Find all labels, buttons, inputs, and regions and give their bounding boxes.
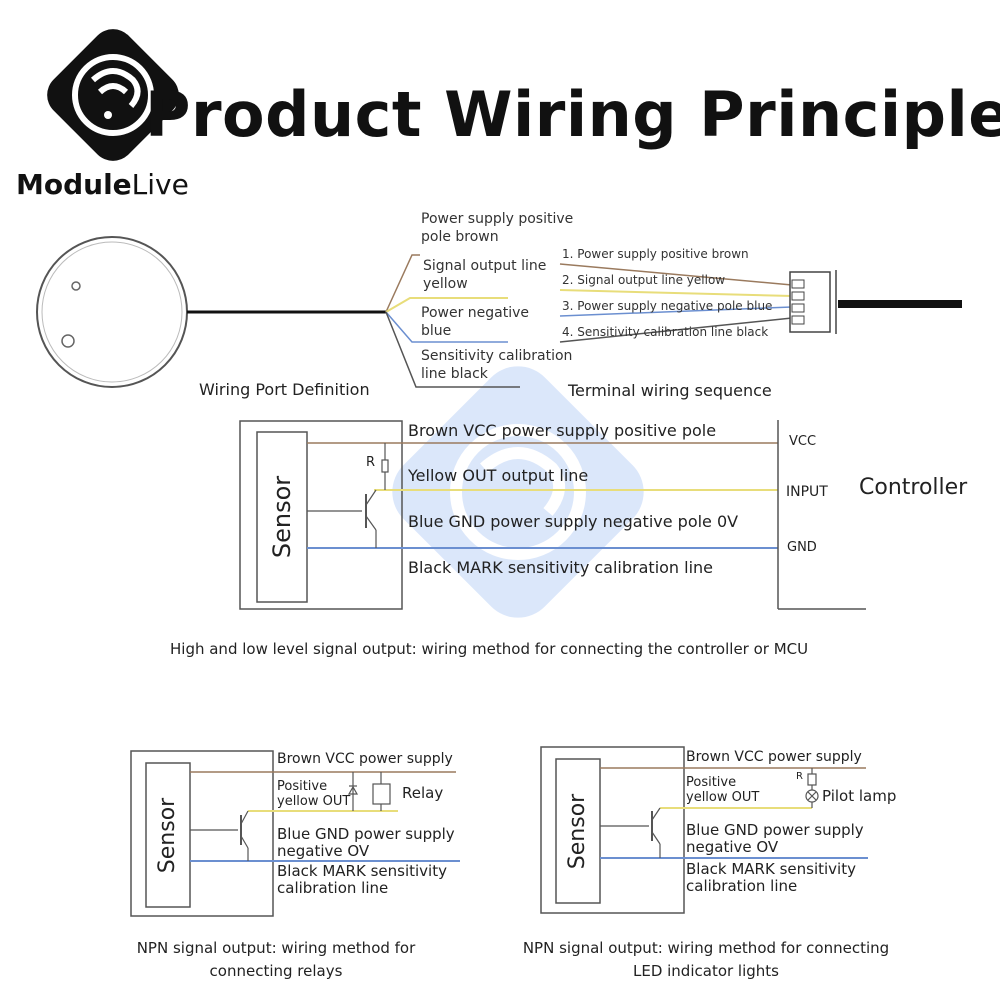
led-brown-label: Brown VCC power supply — [686, 749, 862, 765]
brand-name: ModuleLive — [16, 168, 189, 201]
resistor-label: R — [366, 455, 376, 470]
relay-sensor-block: Sensor — [146, 763, 190, 907]
sensor-label: Sensor — [268, 475, 297, 559]
relay-brown-label: Brown VCC power supply — [277, 751, 453, 767]
line-label-blue: Blue GND power supply negative pole 0V — [408, 512, 739, 531]
brand-live: Live — [131, 168, 189, 201]
wire-fanout — [385, 254, 520, 388]
caption-relay: NPN signal output: wiring method for con… — [136, 939, 416, 980]
caption-terminal-sequence: Terminal wiring sequence — [568, 381, 772, 400]
wire-label-yellow: Signal output line yellow — [423, 258, 547, 292]
relay-yellow-label: Positive yellow OUT — [277, 779, 351, 809]
controller-diagram — [239, 420, 866, 610]
relay-black-label: Black MARK sensitivity calibration line — [277, 862, 447, 897]
sensor-block: Sensor — [257, 432, 307, 602]
wire-label-brown: Power supply positive pole brown — [421, 211, 574, 245]
terminal-connector — [789, 270, 962, 334]
led-blue-label: Blue GND power supply negative OV — [686, 821, 864, 856]
line-label-yellow: Yellow OUT output line — [408, 466, 589, 485]
relay-diagram — [130, 750, 460, 917]
relay-label: Relay — [402, 784, 444, 802]
relay-sensor-label: Sensor — [155, 797, 181, 873]
line-label-brown: Brown VCC power supply positive pole — [408, 421, 717, 440]
logo-mark — [38, 20, 188, 170]
terminal-label-1: 1. Power supply positive brown — [562, 247, 749, 261]
caption-controller: High and low level signal output: wiring… — [170, 640, 809, 658]
relay-blue-label: Blue GND power supply negative OV — [277, 825, 455, 860]
logo-icon — [47, 29, 179, 161]
wire-label-blue: Power negative blue — [421, 305, 530, 339]
brand-module: Module — [16, 168, 132, 201]
pin-input: INPUT — [786, 484, 828, 500]
terminal-label-3: 3. Power supply negative pole blue — [562, 299, 773, 313]
led-sensor-block: Sensor — [556, 759, 600, 903]
wire-label-black: Sensitivity calibration line black — [421, 348, 573, 382]
led-sensor-label: Sensor — [565, 793, 591, 869]
caption-wiring-port: Wiring Port Definition — [199, 380, 370, 399]
terminal-label-4: 4. Sensitivity calibration line black — [562, 325, 769, 339]
caption-led: NPN signal output: wiring method for con… — [522, 939, 890, 980]
controller-label: Controller — [859, 475, 968, 500]
pin-vcc: VCC — [789, 434, 817, 449]
led-resistor-label: R — [796, 771, 803, 782]
page-title: Product Wiring Principle — [145, 78, 1000, 151]
terminal-wires — [559, 263, 793, 343]
round-sensor — [36, 236, 188, 388]
led-black-label: Black MARK sensitivity calibration line — [686, 860, 856, 895]
pin-gnd: GND — [787, 540, 817, 555]
line-label-black: Black MARK sensitivity calibration line — [408, 558, 714, 577]
pilot-lamp-label: Pilot lamp — [822, 787, 897, 805]
terminal-label-2: 2. Signal output line yellow — [562, 273, 726, 287]
led-yellow-label: Positive yellow OUT — [686, 775, 760, 805]
led-diagram — [540, 746, 868, 914]
